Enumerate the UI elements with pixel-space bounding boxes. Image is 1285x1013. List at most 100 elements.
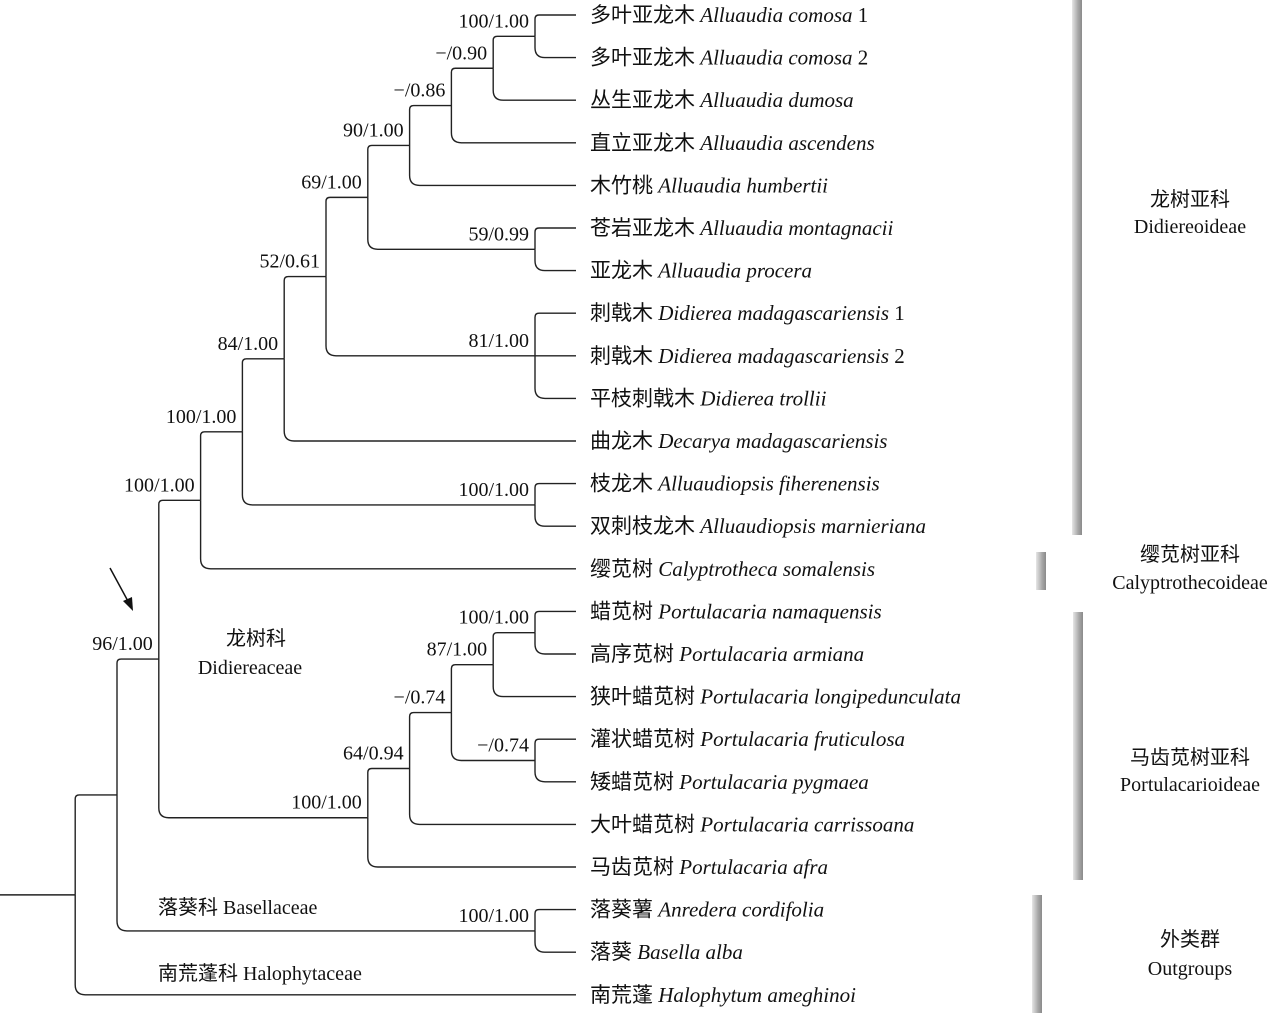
branch (408, 768, 576, 826)
tip-label: 矮蜡苋树 Portulacaria pygmaea (590, 770, 869, 794)
tip-latin-name: Alluaudiopsis fiherenensis (656, 472, 879, 496)
tip-chinese-name: 高序苋树 (590, 642, 674, 666)
tip-latin-name: Portulacaria namaquensis (657, 599, 881, 623)
tip-sample-number: 1 (894, 301, 905, 325)
tip-label: 南荒蓬 Halophytum ameghinoi (590, 983, 856, 1007)
support-value: 87/1.00 (427, 639, 488, 661)
support-value: 100/1.00 (458, 905, 529, 927)
tip-latin-name: Didierea madagascariensis (657, 301, 889, 325)
tip-chinese-name: 矮蜡苋树 (590, 770, 674, 794)
subfamily-calyptrothecoideae-latin: Calyptrothecoideae (1112, 572, 1268, 594)
tip-chinese-name: 曲龙木 (590, 429, 653, 453)
branch (534, 14, 576, 37)
tip-label: 苍岩亚龙木 Alluaudia montagnacii (590, 216, 893, 240)
subfamily-bars (1032, 0, 1083, 1013)
tip-chinese-name: 南荒蓬 (590, 983, 653, 1007)
tip-chinese-name: 大叶蜡苋树 (590, 812, 695, 836)
branch (116, 658, 159, 795)
branch (534, 355, 576, 400)
branch (534, 36, 576, 59)
support-value: −/0.74 (477, 735, 529, 757)
branch (199, 500, 576, 570)
branch (492, 35, 535, 69)
branch (534, 249, 576, 272)
support-value: 100/1.00 (458, 607, 529, 629)
branch (158, 499, 201, 660)
tip-label: 蜡苋树 Portulacaria namaquensis (590, 599, 882, 623)
tip-sample-number: 2 (894, 344, 905, 368)
tip-sample-number: 1 (858, 3, 869, 27)
support-value: 69/1.00 (301, 171, 362, 193)
branch (283, 275, 326, 359)
tip-latin-name: Calyptrotheca somalensis (658, 557, 875, 581)
tip-latin-name: Alluaudia montagnacii (698, 216, 893, 240)
support-value: 100/1.00 (458, 479, 529, 501)
tip-chinese-name: 平枝刺戟木 (590, 386, 695, 410)
support-value: 84/1.00 (218, 333, 279, 355)
branch (367, 144, 410, 198)
tip-chinese-name: 马齿苋树 (590, 855, 674, 879)
subfamily-didiereoideae-cn: 龙树亚科 (1150, 188, 1230, 211)
branch (74, 794, 117, 895)
branch (283, 358, 576, 442)
subfamily-calyptrothecoideae-cn: 缨苋树亚科 (1140, 543, 1240, 566)
tip-label: 曲龙木 Decarya madagascariensis (590, 429, 887, 453)
tip-chinese-name: 灌状蜡苋树 (590, 727, 695, 751)
family-label-didiereaceae-latin: Didiereaceae (198, 657, 302, 679)
support-value: 90/1.00 (343, 119, 404, 141)
tip-chinese-name: 狭叶蜡苋树 (590, 685, 695, 709)
branch (534, 632, 576, 655)
support-value: 100/1.00 (124, 474, 195, 496)
support-values: 100/1.00−/0.90−/0.8690/1.0059/0.9969/1.0… (92, 10, 529, 927)
support-value: −/0.90 (435, 42, 487, 64)
support-value: 81/1.00 (468, 330, 529, 352)
tip-chinese-name: 落葵薯 (590, 898, 653, 922)
tip-latin-name: Portulacaria longipedunculata (699, 685, 961, 709)
tip-latin-name: Alluaudia comosa (698, 3, 852, 27)
tip-chinese-name: 蜡苋树 (590, 599, 653, 623)
branch (534, 930, 576, 953)
branch (74, 894, 576, 996)
tip-chinese-name: 枝龙木 (590, 472, 653, 496)
tip-latin-name: Didierea madagascariensis (657, 344, 889, 368)
tip-latin-name: Portulacaria armiana (678, 642, 864, 666)
tip-label: 丛生亚龙木 Alluaudia dumosa (590, 88, 854, 112)
tip-latin-name: Alluaudiopsis marnieriana (698, 514, 926, 538)
tip-label: 直立亚龙木 Alluaudia ascendens (590, 131, 875, 155)
branch (116, 794, 535, 932)
tip-latin-name: Alluaudia dumosa (698, 88, 853, 112)
tip-latin-name: Alluaudia ascendens (698, 131, 874, 155)
support-value: −/0.74 (394, 687, 446, 709)
tip-latin-name: Alluaudia humbertii (656, 173, 828, 197)
tip-chinese-name: 丛生亚龙木 (590, 88, 695, 112)
family-label-basellaceae: 落葵科 Basellaceae (158, 896, 317, 919)
tip-latin-name: Portulacaria carrissoana (699, 812, 914, 836)
support-value: 100/1.00 (458, 10, 529, 32)
family-label-didiereaceae-cn: 龙树科 (226, 627, 286, 650)
tip-label: 落葵 Basella alba (590, 940, 743, 964)
subfamily-outgroups-latin: Outgroups (1148, 958, 1233, 980)
tip-chinese-name: 多叶亚龙木 (590, 46, 695, 70)
family-label-halophytaceae: 南荒蓬科 Halophytaceae (158, 962, 362, 985)
tip-chinese-name: 落葵 (590, 940, 632, 964)
tip-label: 刺戟木 Didierea madagascariensis 1 (590, 301, 905, 325)
tip-sample-number: 2 (858, 46, 869, 70)
branch (367, 817, 576, 868)
tip-latin-name: Portulacaria afra (678, 855, 828, 879)
tip-latin-name: Halophytum ameghinoi (657, 983, 856, 1007)
tree-branches (0, 14, 576, 996)
tip-chinese-name: 缨苋树 (590, 557, 653, 581)
bar-didiereoideae (1072, 0, 1082, 535)
branch (367, 767, 410, 818)
tip-chinese-name: 双刺枝龙木 (590, 514, 695, 538)
branch (450, 105, 576, 144)
tip-latin-name: Alluaudia procera (656, 259, 812, 283)
bar-calyptrothecoideae (1036, 552, 1046, 590)
branch (534, 760, 576, 783)
tip-chinese-name: 直立亚龙木 (590, 131, 695, 155)
branch (534, 227, 576, 250)
branch (450, 663, 494, 713)
branch (492, 68, 576, 101)
